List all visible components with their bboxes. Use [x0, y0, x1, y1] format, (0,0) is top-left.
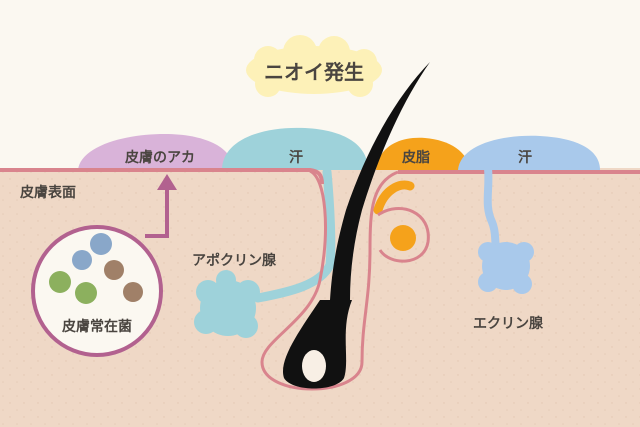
sebaceous-duct	[373, 180, 415, 215]
eccrine-gland	[478, 242, 534, 294]
bacteria-green-2	[75, 282, 97, 304]
sebaceous-gland-wall	[377, 207, 430, 263]
bacteria-arrow-line	[145, 190, 169, 238]
dirt-blob	[78, 134, 233, 170]
label-dirt: 皮膚のアカ	[124, 149, 195, 166]
bacteria-brown-2	[123, 282, 143, 302]
bacteria-brown-1	[104, 260, 124, 280]
bacteria-blue-1	[90, 233, 112, 255]
apocrine-gland	[194, 270, 260, 338]
skin-surface-line	[0, 168, 640, 185]
title-cloud	[246, 35, 382, 97]
sebaceous-gland	[390, 225, 416, 251]
label-sweat-left: 汗	[289, 149, 303, 166]
bacteria-blue-2	[72, 250, 92, 270]
title-text: ニオイ発生	[264, 60, 364, 84]
label-sweat-right: 汗	[518, 149, 532, 166]
apocrine-duct	[253, 167, 336, 303]
hair-root	[282, 300, 352, 389]
hair-follicle	[260, 169, 399, 391]
bacteria-circle	[31, 225, 163, 357]
sebum-blob	[376, 137, 470, 170]
sweat-blob-right	[458, 135, 600, 170]
bacteria-arrow-head	[157, 174, 177, 190]
sweat-blob-left	[222, 127, 368, 170]
hair-papilla	[302, 350, 326, 382]
hair-shaft	[330, 62, 430, 300]
bacteria-green-1	[49, 271, 71, 293]
label-bacteria: 皮膚常在菌	[61, 318, 132, 335]
label-sebum: 皮脂	[401, 149, 430, 166]
label-skin-surface: 皮膚表面	[19, 184, 76, 201]
label-apocrine: アポクリン腺	[192, 252, 277, 269]
label-eccrine: エクリン腺	[473, 315, 544, 332]
